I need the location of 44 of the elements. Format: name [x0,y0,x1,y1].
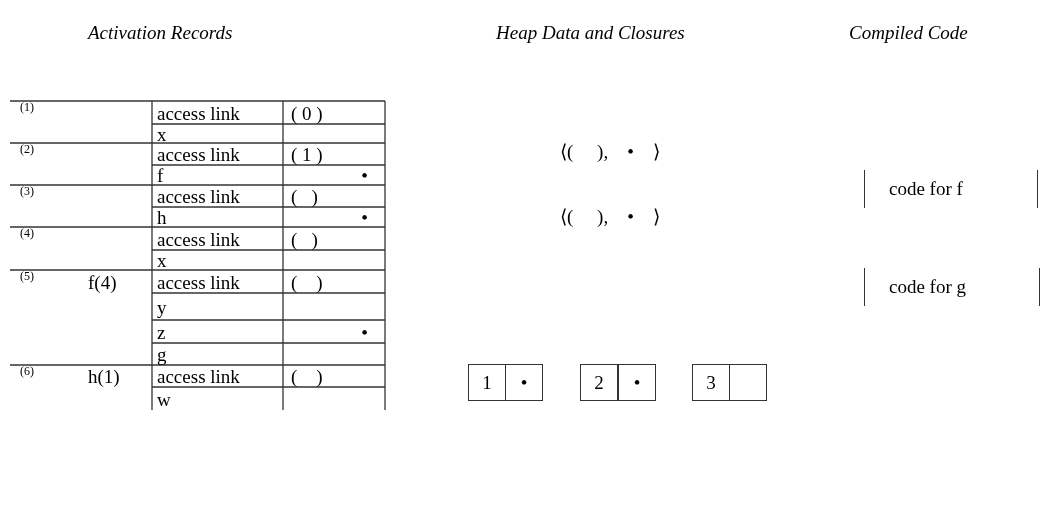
field-name: x [157,250,167,272]
list-cell: • [505,364,543,401]
pointer-dot: • [360,165,368,187]
field-name: access link [157,102,240,125]
access-link-value: ( ) [291,228,318,251]
record-number: (3) [20,184,34,198]
field-name: z [157,321,166,344]
record-number: (4) [20,226,34,240]
list-cell: • [618,364,656,401]
record-number: (5) [20,269,34,283]
column-heading: Compiled Code [849,22,968,44]
column-heading: Activation Records [88,22,233,44]
access-link-value: ( 0 ) [291,102,323,125]
field-name: access link [157,228,240,251]
field-name: w [157,388,171,411]
field-name: access link [157,186,240,208]
list-cell: 2 [580,364,618,401]
code-block: code for g [864,268,1040,306]
access-link-value: ( 1 ) [291,144,323,166]
record-number: (2) [20,142,34,156]
record-label: h(1) [88,366,120,388]
record-label: f(4) [88,271,117,294]
access-link-value: ( ) [291,366,323,388]
closure-pair: ⟨( ), • ⟩ [560,206,660,228]
empty-list-cell [729,364,767,401]
field-name: y [157,296,167,319]
record-number: (6) [20,364,34,378]
field-name: g [157,344,167,366]
list-cell: 3 [692,364,730,401]
code-block: code for f [864,170,1038,208]
field-name: x [157,123,167,146]
column-heading: Heap Data and Closures [496,22,685,44]
pointer-dot: • [360,321,368,344]
record-number: (1) [20,100,34,114]
access-link-value: ( ) [291,271,323,294]
field-name: f [157,165,164,187]
list-cell: 1 [468,364,506,401]
field-name: access link [157,366,240,388]
pointer-dot: • [360,207,368,229]
closure-pair: ⟨( ), • ⟩ [560,141,660,163]
field-name: access link [157,271,240,294]
field-name: access link [157,144,240,166]
access-link-value: ( ) [291,186,318,208]
field-name: h [157,207,167,229]
